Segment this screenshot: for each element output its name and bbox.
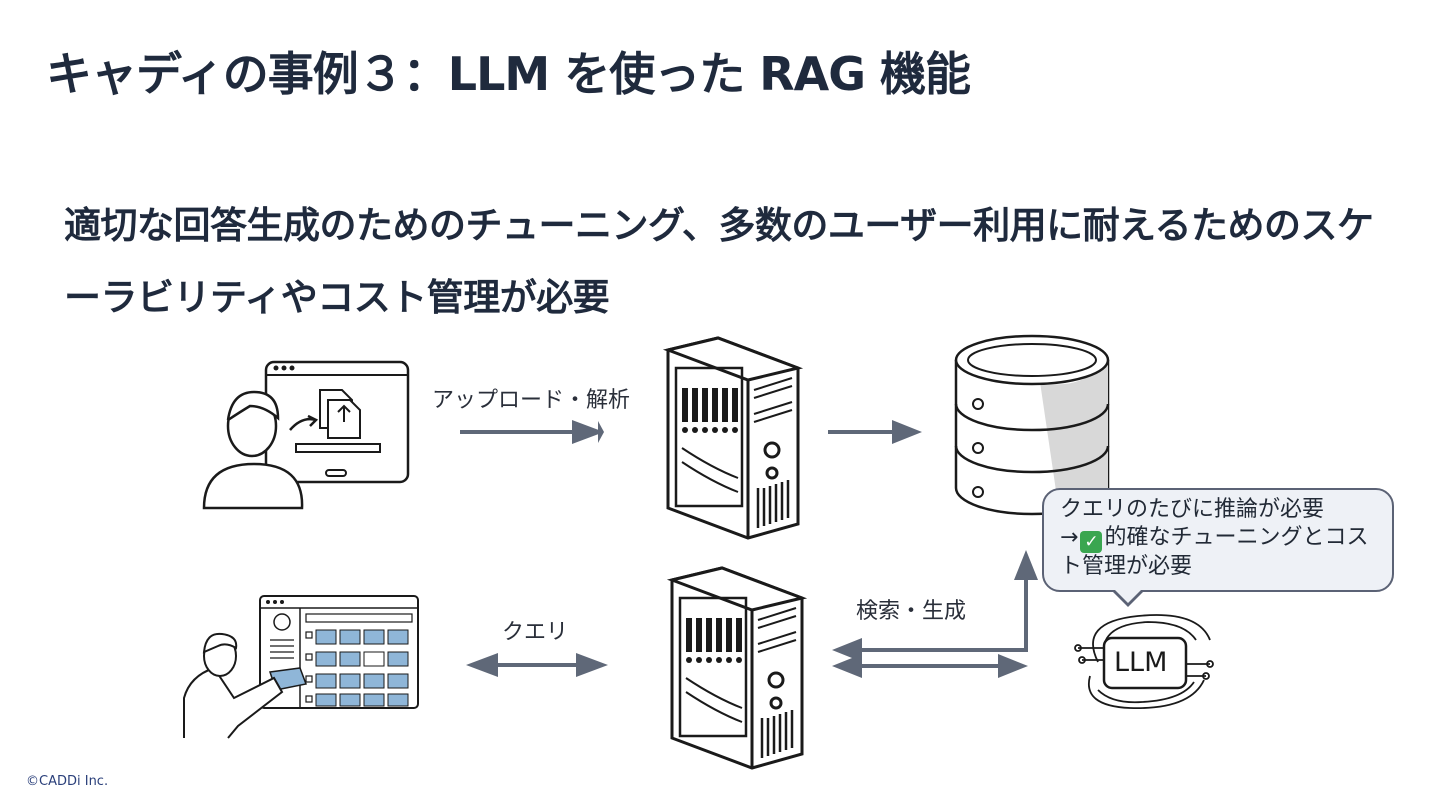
upload-arrow xyxy=(460,420,604,444)
slide-title: キャディの事例３：LLM を使った RAG 機能 xyxy=(46,47,971,101)
bubble-tail-inner xyxy=(1112,587,1144,603)
llm-label: LLM xyxy=(1114,647,1168,678)
callout-line-2: →✓的確なチューニングとコスト管理が必要 xyxy=(1060,524,1378,581)
upload-user-icon xyxy=(202,360,410,510)
callout-text: 的確なチューニングとコスト管理が必要 xyxy=(1060,525,1369,579)
llm-icon xyxy=(1074,614,1214,709)
callout-arrow: → xyxy=(1060,525,1079,550)
search-generate-arrows xyxy=(832,550,1038,678)
query-server-icon xyxy=(670,566,804,770)
browse-user-icon xyxy=(183,595,419,739)
check-icon: ✓ xyxy=(1080,531,1103,553)
search-generate-label: 検索・生成 xyxy=(856,599,967,624)
callout-bubble: クエリのたびに推論が必要 →✓的確なチューニングとコスト管理が必要 xyxy=(1042,488,1394,592)
database-icon xyxy=(954,334,1110,518)
slide-subtitle: 適切な回答生成のためのチューニング、多数のユーザー利用に耐えるためのスケーラビリ… xyxy=(64,204,1374,319)
callout-line-1: クエリのたびに推論が必要 xyxy=(1060,497,1325,522)
upload-label: アップロード・解析 xyxy=(432,388,631,413)
query-label: クエリ xyxy=(502,620,569,645)
upload-server-icon xyxy=(666,336,800,540)
query-arrow xyxy=(466,653,608,677)
copyright-footer: ©CADDi Inc. xyxy=(26,774,109,789)
to-database-arrow xyxy=(828,420,922,444)
